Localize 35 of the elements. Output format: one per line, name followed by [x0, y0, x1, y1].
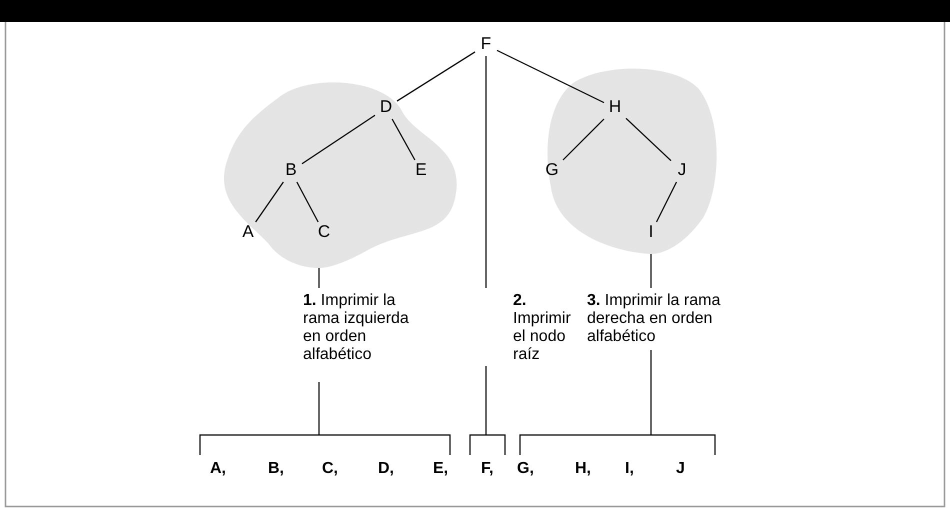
- output-letter: E,: [433, 459, 448, 479]
- tree-edge: [626, 118, 672, 162]
- tree-node-letter: J: [671, 160, 693, 182]
- output-letter: B,: [268, 459, 284, 479]
- tree-node-letter: I: [640, 222, 662, 244]
- tree-edge: [392, 118, 416, 160]
- output-letter: I,: [625, 459, 634, 479]
- tree-node-letter: E: [410, 160, 432, 182]
- output-letter: J: [676, 459, 685, 479]
- tree-edge: [255, 182, 284, 222]
- tree-node-letter: D: [375, 97, 397, 119]
- tree-edge: [656, 182, 678, 222]
- output-letter: H,: [575, 459, 591, 479]
- step-text: 3. Imprimir la rama derecha en orden alfabético: [587, 292, 732, 348]
- tree-edge: [396, 51, 476, 102]
- tree-node-letter: F: [475, 34, 497, 56]
- output-letter: F,: [481, 459, 494, 479]
- output-letter: D,: [378, 459, 394, 479]
- output-letter: G,: [517, 459, 534, 479]
- step-text: 2. Imprimir el nodo raíz: [513, 292, 583, 364]
- output-letter: C,: [322, 459, 338, 479]
- tree-node-letter: C: [313, 222, 335, 244]
- tree-edge: [296, 182, 319, 222]
- tree-edge: [302, 114, 376, 164]
- tree-edge: [318, 268, 320, 288]
- tree-edge: [485, 56, 487, 288]
- tree-edge: [496, 50, 604, 104]
- tree-node-letter: B: [280, 160, 302, 182]
- tree-edge: [562, 118, 604, 160]
- step-text: 1. Imprimir la rama izquierda en orden alfabético: [303, 292, 423, 382]
- tree-node-letter: G: [541, 160, 563, 182]
- tree-node-letter: H: [604, 97, 626, 119]
- output-letter: A,: [210, 459, 226, 479]
- tree-edge: [650, 254, 652, 288]
- tree-node-letter: A: [237, 222, 259, 244]
